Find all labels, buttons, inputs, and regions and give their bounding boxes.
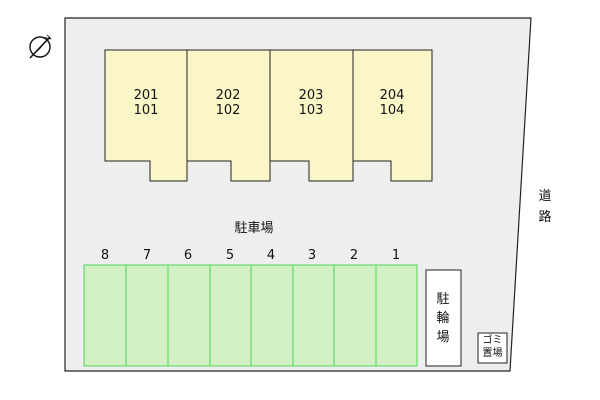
bicycle-parking-char-1: 駐: [436, 292, 450, 307]
unit-number-lower: 101: [133, 103, 159, 118]
parking-slot-number-3: 3: [307, 248, 317, 263]
road-label-char-1: 道: [538, 189, 552, 204]
unit-label-4: 204 104: [352, 88, 432, 118]
bicycle-parking-label: 駐 輪 場: [433, 290, 453, 347]
apartment-building: [104, 49, 433, 182]
road-label-char-2: 路: [538, 210, 552, 225]
garbage-label-line1: ゴミ: [482, 335, 503, 346]
unit-number-lower: 104: [379, 103, 405, 118]
parking-slot-7: [125, 264, 169, 367]
parking-slot-4: [250, 264, 294, 367]
parking-slot-number-1: 1: [391, 248, 401, 263]
parking-slot-6: [167, 264, 211, 367]
parking-slot-number-2: 2: [349, 248, 359, 263]
unit-block-4: [352, 49, 433, 182]
parking-slot-number-5: 5: [225, 248, 235, 263]
parking-slot-8: [83, 264, 127, 367]
parking-slot-number-4: 4: [266, 248, 276, 263]
parking-slot-number-7: 7: [142, 248, 152, 263]
unit-number-upper: 203: [298, 88, 324, 103]
unit-number-lower: 103: [298, 103, 324, 118]
parking-slot-number-6: 6: [183, 248, 193, 263]
unit-number-upper: 202: [215, 88, 241, 103]
north-arrow-icon: [29, 34, 52, 59]
unit-label-1: 201 101: [106, 88, 186, 118]
parking-slot-2: [333, 264, 377, 367]
bicycle-parking-box: [425, 269, 462, 367]
garbage-box: [477, 332, 508, 364]
unit-number-upper: 204: [379, 88, 405, 103]
bicycle-parking-char-3: 場: [436, 330, 450, 345]
garbage-label: ゴミ 置場: [478, 334, 507, 360]
bicycle-parking-char-2: 輪: [436, 311, 450, 326]
garbage-label-line2: 置場: [482, 348, 503, 359]
parking-slot-number-8: 8: [100, 248, 110, 263]
unit-number-lower: 102: [215, 103, 241, 118]
unit-label-3: 203 103: [271, 88, 351, 118]
parking-slot-5: [209, 264, 252, 367]
parking-area: [83, 264, 418, 367]
parking-title: 駐車場: [234, 221, 274, 236]
parking-slot-1: [375, 264, 418, 367]
unit-label-2: 202 102: [188, 88, 268, 118]
parking-slot-3: [292, 264, 335, 367]
unit-number-upper: 201: [133, 88, 159, 103]
road-label: 道 路: [535, 186, 555, 228]
